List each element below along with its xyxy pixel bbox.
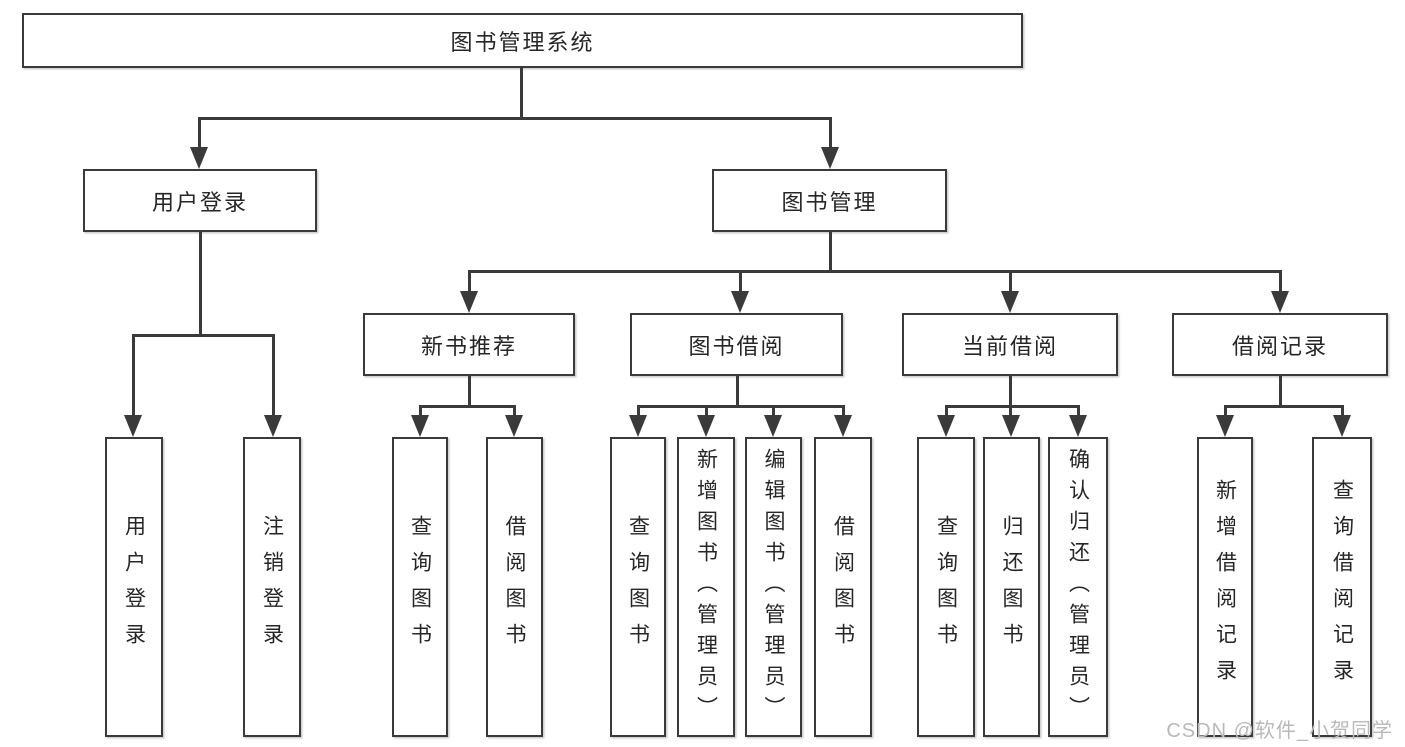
connector-root-stem bbox=[520, 68, 523, 118]
arrow-to-bb-add bbox=[697, 415, 715, 437]
arrow-to-leaf-user-login bbox=[124, 415, 142, 437]
node-new-book-recommend: 新书推荐 bbox=[363, 313, 575, 376]
connector-current-borrow-drop-1 bbox=[945, 405, 948, 418]
connector-book-borrow-drop-4 bbox=[842, 405, 845, 418]
node-new-book-recommend-label: 新书推荐 bbox=[420, 333, 517, 359]
arrow-to-cb-return bbox=[1002, 415, 1020, 437]
connector-new-books-drop-2 bbox=[513, 405, 516, 418]
arrow-to-user-login bbox=[190, 147, 208, 169]
arrow-to-current-borrow bbox=[1001, 291, 1019, 313]
connector-user-login-drop-1 bbox=[132, 334, 135, 417]
node-book-borrowing-label: 图书借阅 bbox=[688, 333, 785, 359]
connector-book-borrow-drop-1 bbox=[637, 405, 640, 418]
node-user-login-label: 用户登录 bbox=[151, 189, 248, 215]
arrow-to-bb-borrow bbox=[834, 415, 852, 437]
arrow-to-nb-query bbox=[411, 415, 429, 437]
node-book-management-label: 图书管理 bbox=[781, 189, 878, 215]
connector-current-borrow-drop-3 bbox=[1077, 405, 1080, 418]
connector-user-login-rail bbox=[132, 334, 274, 337]
connector-current-borrow-drop-2 bbox=[1009, 405, 1012, 418]
csdn-watermark: CSDN @软件_小贺同学 bbox=[1166, 720, 1393, 742]
node-book-management: 图书管理 bbox=[712, 169, 947, 232]
leaf-nb-borrow-books: 借阅图书 bbox=[486, 437, 543, 737]
node-current-borrowing-label: 当前借阅 bbox=[961, 333, 1058, 359]
leaf-bb-add-books-admin-label: 新增图书（管理员） bbox=[694, 447, 718, 727]
leaf-cb-query-books-label: 查询图书 bbox=[934, 515, 958, 659]
leaf-cb-return-books-label: 归还图书 bbox=[1000, 515, 1023, 659]
leaf-bb-add-books-admin: 新增图书（管理员） bbox=[677, 437, 735, 737]
connector-book-mgmt-stem bbox=[829, 232, 832, 273]
connector-book-mgmt-drop-2 bbox=[739, 270, 742, 293]
node-user-login: 用户登录 bbox=[83, 169, 317, 232]
node-current-borrowing: 当前借阅 bbox=[902, 313, 1118, 376]
leaf-cb-query-books: 查询图书 bbox=[917, 437, 975, 737]
leaf-bb-edit-books-admin: 编辑图书（管理员） bbox=[745, 437, 802, 737]
connector-book-mgmt-drop-4 bbox=[1279, 270, 1282, 293]
leaf-bb-borrow-books: 借阅图书 bbox=[814, 437, 872, 737]
node-borrow-records-label: 借阅记录 bbox=[1231, 333, 1328, 359]
leaf-logout-label: 注销登录 bbox=[260, 515, 284, 659]
leaf-nb-borrow-books-label: 借阅图书 bbox=[503, 515, 526, 659]
connector-book-mgmt-drop-1 bbox=[468, 270, 471, 293]
connector-book-borrow-stem bbox=[736, 376, 739, 408]
connector-borrow-records-rail bbox=[1224, 405, 1344, 408]
connector-user-login-drop-2 bbox=[272, 334, 275, 417]
arrow-to-new-books bbox=[460, 291, 478, 313]
leaf-cb-confirm-return-admin-label: 确认归还（管理员） bbox=[1066, 447, 1090, 727]
leaf-user-login: 用户登录 bbox=[105, 437, 163, 737]
arrow-to-br-query bbox=[1333, 415, 1351, 437]
leaf-br-add-record: 新增借阅记录 bbox=[1197, 437, 1253, 737]
arrow-to-br-add bbox=[1216, 415, 1234, 437]
leaf-cb-return-books: 归还图书 bbox=[983, 437, 1040, 737]
node-borrow-records: 借阅记录 bbox=[1172, 313, 1388, 376]
connector-user-login-stem bbox=[199, 232, 202, 336]
arrow-to-nb-borrow bbox=[505, 415, 523, 437]
connector-root-right-drop bbox=[829, 117, 832, 150]
arrow-to-book-management bbox=[821, 147, 839, 169]
connector-current-borrow-rail bbox=[945, 405, 1080, 408]
connector-borrow-records-drop-2 bbox=[1341, 405, 1344, 418]
leaf-nb-query-books-label: 查询图书 bbox=[408, 515, 432, 659]
leaf-br-add-record-label: 新增借阅记录 bbox=[1213, 479, 1237, 695]
leaf-nb-query-books: 查询图书 bbox=[392, 437, 448, 737]
arrow-to-cb-confirm bbox=[1069, 415, 1087, 437]
leaf-user-login-label: 用户登录 bbox=[122, 515, 146, 659]
connector-root-rail bbox=[198, 117, 832, 120]
leaf-br-query-record-label: 查询借阅记录 bbox=[1330, 479, 1354, 695]
node-library-system: 图书管理系统 bbox=[22, 13, 1023, 68]
connector-root-left-drop bbox=[198, 117, 201, 150]
leaf-bb-query-books: 查询图书 bbox=[610, 437, 666, 737]
arrow-to-borrow-records bbox=[1271, 291, 1289, 313]
connector-current-borrow-stem bbox=[1009, 376, 1012, 408]
arrow-to-bb-edit bbox=[764, 415, 782, 437]
connector-book-borrow-rail bbox=[637, 405, 845, 408]
leaf-bb-query-books-label: 查询图书 bbox=[626, 515, 650, 659]
leaf-bb-edit-books-admin-label: 编辑图书（管理员） bbox=[762, 447, 785, 727]
arrow-to-cb-query bbox=[937, 415, 955, 437]
connector-new-books-drop-1 bbox=[419, 405, 422, 418]
connector-book-borrow-drop-2 bbox=[705, 405, 708, 418]
leaf-bb-borrow-books-label: 借阅图书 bbox=[831, 515, 855, 659]
arrow-to-book-borrow bbox=[731, 291, 749, 313]
leaf-logout: 注销登录 bbox=[243, 437, 301, 737]
connector-new-books-stem bbox=[468, 376, 471, 408]
node-library-system-label: 图书管理系统 bbox=[450, 29, 595, 55]
connector-book-borrow-drop-3 bbox=[772, 405, 775, 418]
connector-book-mgmt-rail bbox=[468, 270, 1282, 273]
connector-borrow-records-drop-1 bbox=[1224, 405, 1227, 418]
connector-book-mgmt-drop-3 bbox=[1009, 270, 1012, 293]
connector-new-books-rail bbox=[419, 405, 516, 408]
leaf-cb-confirm-return-admin: 确认归还（管理员） bbox=[1048, 437, 1108, 737]
arrow-to-leaf-logout bbox=[264, 415, 282, 437]
leaf-br-query-record: 查询借阅记录 bbox=[1312, 437, 1372, 737]
arrow-to-bb-query bbox=[629, 415, 647, 437]
node-book-borrowing: 图书借阅 bbox=[630, 313, 843, 376]
connector-borrow-records-stem bbox=[1279, 376, 1282, 408]
